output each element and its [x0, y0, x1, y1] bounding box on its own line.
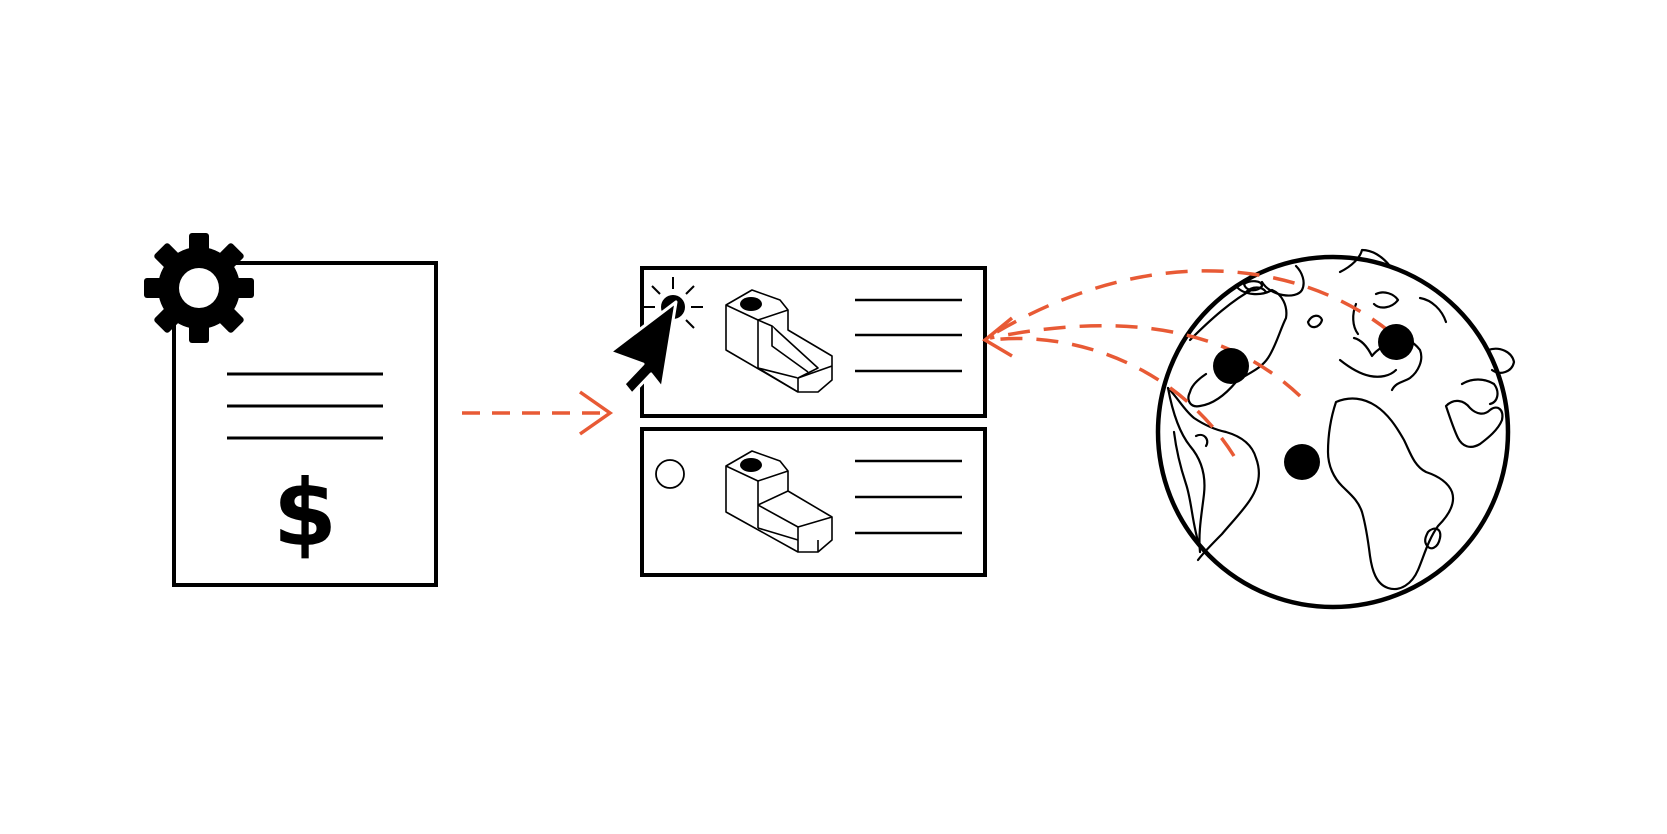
arrows-from-globe	[989, 269, 1392, 457]
card-frame	[640, 427, 987, 577]
globe-icon	[1155, 248, 1516, 610]
location-marker	[1284, 444, 1320, 480]
radio-empty-icon	[655, 459, 685, 489]
quote-document: $	[144, 233, 438, 587]
gear-icon	[144, 233, 254, 343]
currency-symbol: $	[273, 460, 337, 567]
part-option-card-unselected	[640, 427, 987, 577]
location-markers	[1213, 324, 1414, 480]
location-marker	[1213, 348, 1249, 384]
bracket-part-icon-with-gusset	[725, 289, 833, 393]
arrow-to-part-options	[462, 390, 614, 436]
bracket-part-icon	[725, 450, 833, 553]
location-marker	[1378, 324, 1414, 360]
part-option-card-selected	[608, 266, 987, 418]
pointer-cursor-icon	[608, 300, 678, 396]
arrowhead	[981, 316, 1014, 358]
card-frame	[640, 266, 987, 418]
